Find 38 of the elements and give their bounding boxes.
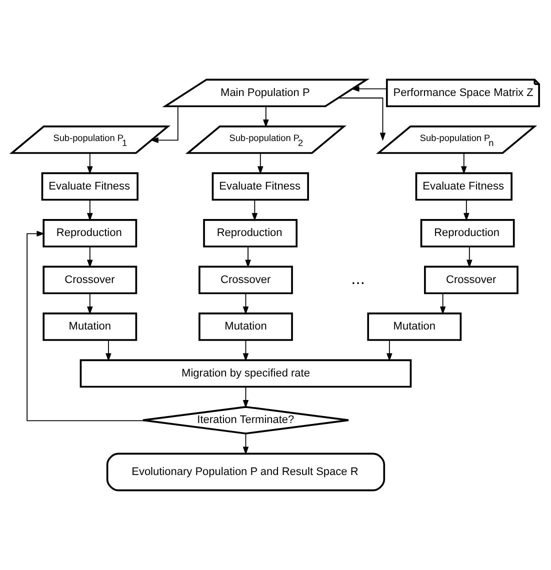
arrow bbox=[461, 152, 467, 175]
arrow bbox=[87, 293, 93, 315]
arrow bbox=[263, 106, 269, 128]
arrow bbox=[464, 200, 470, 222]
arrow bbox=[87, 246, 93, 268]
arrow bbox=[26, 230, 147, 422]
node-box: Crossover bbox=[42, 266, 138, 294]
node-box: Migration by specified rate bbox=[80, 359, 412, 388]
arrow bbox=[106, 340, 112, 362]
arrow bbox=[87, 200, 93, 222]
label: ... bbox=[351, 270, 365, 288]
arrow bbox=[386, 340, 392, 362]
node-box: Evolutionary Population P and Result Space R bbox=[106, 452, 386, 492]
node-box: Crossover bbox=[424, 266, 518, 294]
node-box: Reproduction bbox=[420, 219, 515, 248]
node-box: Evaluate Fitness bbox=[415, 172, 512, 201]
node-diamond: Iteration Terminate? bbox=[142, 406, 350, 434]
arrow bbox=[242, 293, 249, 315]
arrow bbox=[258, 152, 264, 175]
node-box: Evaluate Fitness bbox=[212, 172, 309, 201]
arrow bbox=[242, 433, 249, 456]
arrow bbox=[440, 293, 446, 315]
node-box: Evaluate Fitness bbox=[41, 172, 138, 201]
node-box: Reproduction bbox=[203, 219, 298, 248]
arrow bbox=[466, 246, 472, 268]
arrow bbox=[338, 98, 386, 141]
arrow bbox=[242, 386, 249, 408]
node-box: Crossover bbox=[198, 266, 293, 294]
arrow bbox=[351, 86, 388, 92]
arrow bbox=[87, 152, 93, 175]
node-box: Mutation bbox=[42, 312, 138, 341]
arrow bbox=[242, 340, 249, 362]
arrow bbox=[252, 200, 258, 222]
arrow bbox=[245, 246, 251, 268]
node-box: Mutation bbox=[198, 312, 293, 341]
node-box: Mutation bbox=[367, 312, 462, 341]
arrow bbox=[150, 106, 178, 144]
node-box: Reproduction bbox=[42, 219, 138, 248]
